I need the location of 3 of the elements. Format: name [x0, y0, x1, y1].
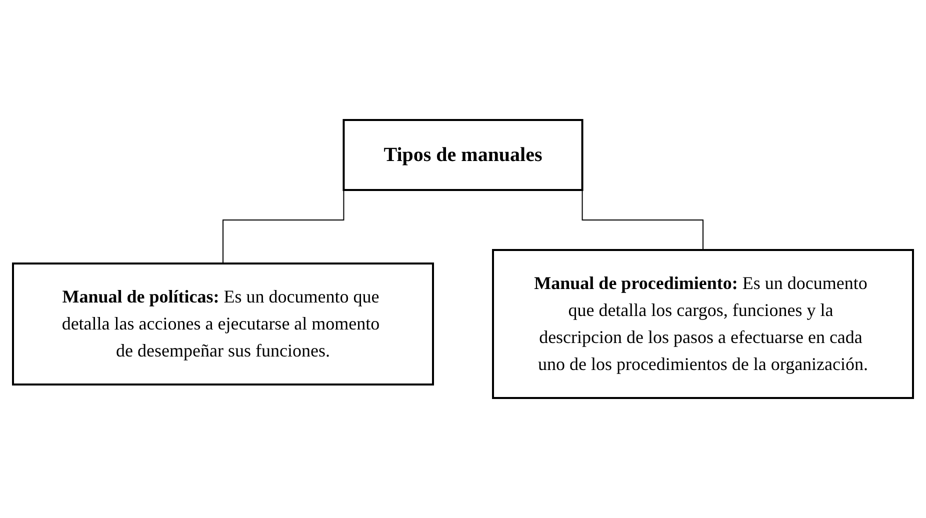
node-box: Tipos de manuales [342, 119, 584, 191]
node-box: Manual de políticas: Es un documento que detalla las acciones a ejecutarse al momento de desempeñar sus funciones. [12, 262, 434, 386]
node-box: Manual de procedimiento: Es un documento que detalla los cargos, funciones y la descripcion de los pasos a efectuarse en cada uno de los procedimientos de la organización. [492, 249, 914, 399]
